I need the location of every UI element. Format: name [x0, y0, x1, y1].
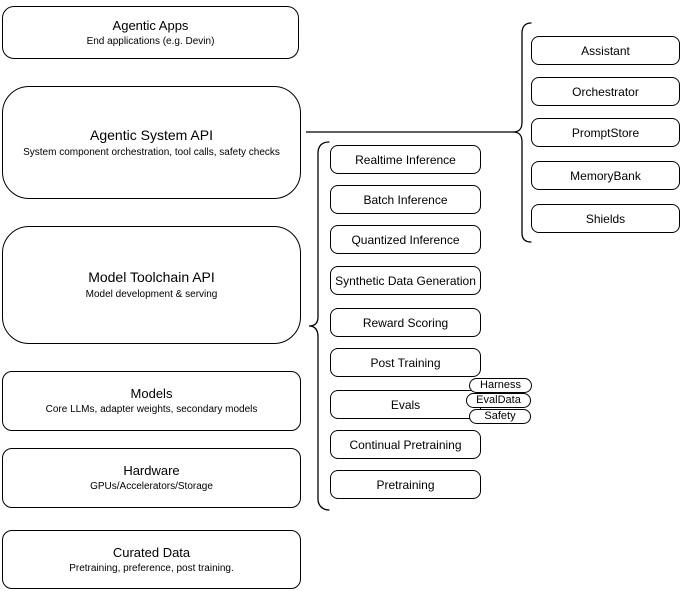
pill-harness: Harness — [469, 378, 532, 393]
node-shields: Shields — [531, 204, 680, 233]
node-subtitle: System component orchestration, tool cal… — [23, 146, 280, 158]
node-label: Orchestrator — [572, 84, 639, 99]
toolchain-group-brace — [308, 141, 330, 511]
node-label: Continual Pretraining — [349, 437, 462, 452]
node-label: Quantized Inference — [351, 232, 460, 247]
node-continual-pretraining: Continual Pretraining — [330, 430, 481, 459]
node-subtitle: GPUs/Accelerators/Storage — [90, 481, 213, 492]
node-orchestrator: Orchestrator — [531, 77, 680, 106]
node-memorybank: MemoryBank — [531, 161, 680, 190]
node-label: Reward Scoring — [362, 315, 449, 330]
node-subtitle: Pretraining, preference, post training. — [69, 562, 234, 574]
system-group-brace — [512, 22, 532, 243]
node-title: Agentic Apps — [112, 17, 189, 33]
node-post-training: Post Training — [330, 348, 481, 377]
node-quantized-inference: Quantized Inference — [330, 225, 481, 254]
node-label: PromptStore — [571, 125, 640, 140]
node-title: Model Toolchain API — [88, 269, 215, 285]
node-title: Hardware — [123, 463, 180, 478]
node-curated-data: Curated Data Pretraining, preference, po… — [2, 530, 301, 589]
node-label: Assistant — [581, 43, 630, 58]
node-agentic-system-api: Agentic System API System component orch… — [2, 86, 301, 199]
node-evals: Evals — [330, 390, 481, 419]
node-label: Shields — [585, 211, 626, 226]
node-title: Curated Data — [112, 544, 191, 560]
pill-label: EvalData — [476, 394, 521, 406]
node-synthetic-data-generation: Synthetic Data Generation — [330, 266, 481, 295]
node-label: Realtime Inference — [355, 152, 456, 167]
node-title: Models — [130, 386, 173, 401]
node-agentic-apps: Agentic Apps End applications (e.g. Devi… — [2, 6, 299, 59]
node-subtitle: Model development & serving — [85, 289, 218, 300]
node-subtitle: End applications (e.g. Devin) — [86, 35, 215, 47]
pill-label: Harness — [480, 379, 521, 391]
node-models: Models Core LLMs, adapter weights, secon… — [2, 371, 301, 431]
pill-label: Safety — [484, 410, 516, 422]
node-label: MemoryBank — [570, 168, 641, 183]
node-promptstore: PromptStore — [531, 118, 680, 147]
node-batch-inference: Batch Inference — [330, 185, 481, 214]
node-title: Agentic System API — [90, 126, 213, 143]
pill-safety: Safety — [469, 409, 531, 424]
node-label: Batch Inference — [363, 192, 448, 207]
node-hardware: Hardware GPUs/Accelerators/Storage — [2, 448, 301, 508]
node-label: Synthetic Data Generation — [335, 273, 476, 288]
node-realtime-inference: Realtime Inference — [330, 145, 481, 174]
node-label: Evals — [390, 397, 421, 412]
node-pretraining: Pretraining — [330, 470, 481, 499]
node-assistant: Assistant — [531, 36, 680, 65]
node-subtitle: Core LLMs, adapter weights, secondary mo… — [45, 404, 258, 415]
node-label: Post Training — [370, 355, 441, 370]
node-label: Pretraining — [376, 477, 435, 492]
node-reward-scoring: Reward Scoring — [330, 308, 481, 337]
node-model-toolchain-api: Model Toolchain API Model development & … — [2, 226, 301, 344]
pill-evaldata: EvalData — [466, 393, 531, 408]
